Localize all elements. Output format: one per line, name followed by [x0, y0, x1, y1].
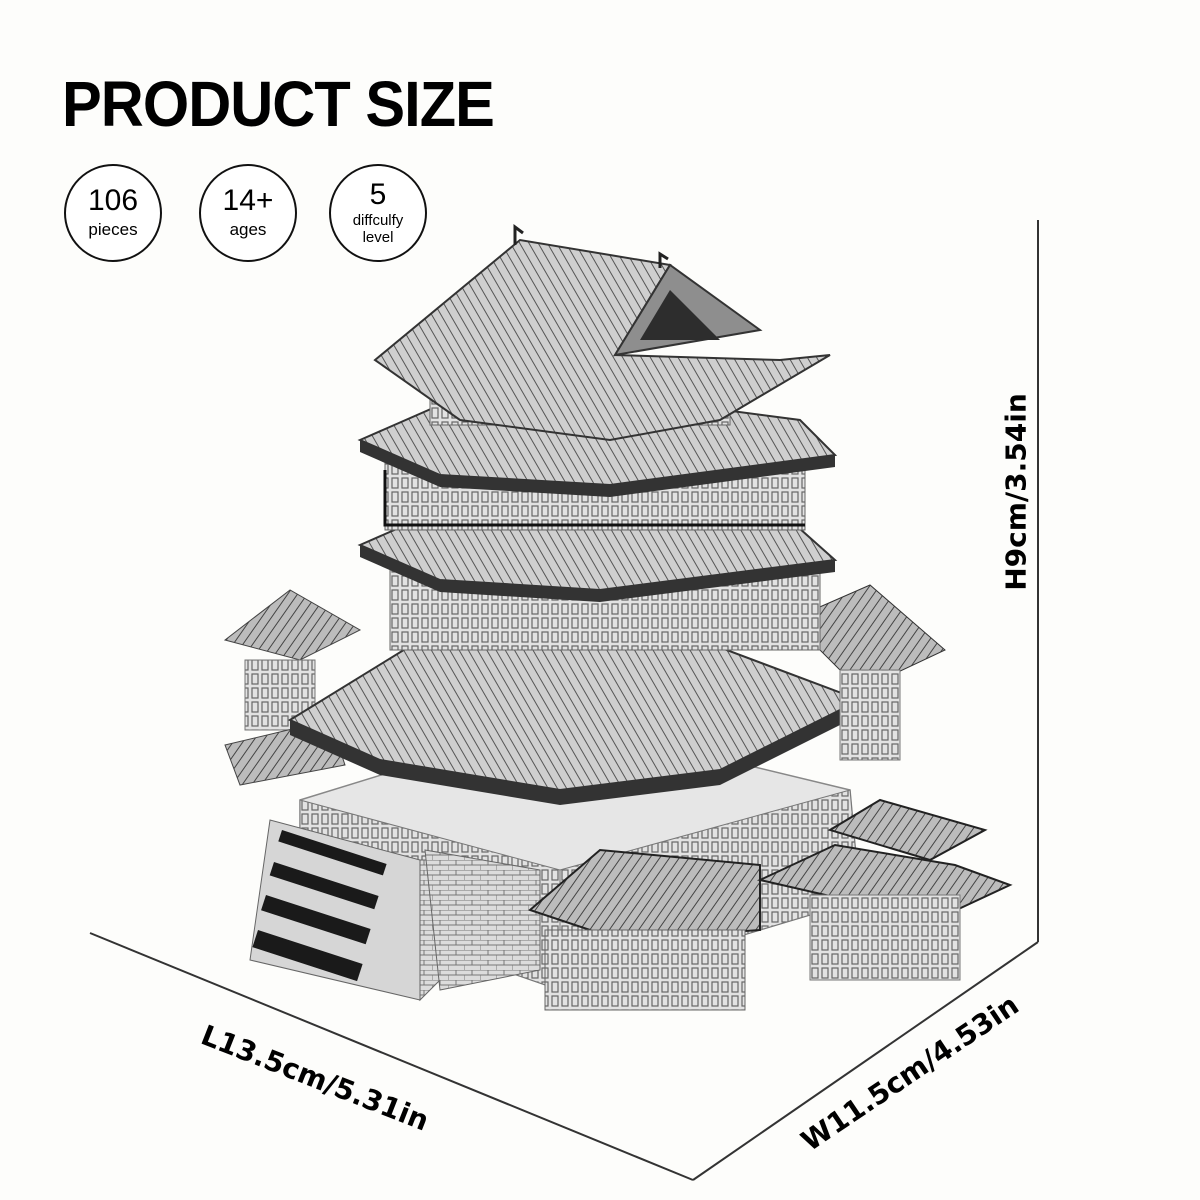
- balcony-railing: [383, 470, 805, 527]
- roof-ridge-ornaments: [513, 224, 669, 268]
- difficulty-label: diffculfy level: [353, 212, 404, 246]
- front-center-pavilion: [528, 848, 761, 1011]
- age-badge: 14+ ages: [199, 164, 297, 262]
- difficulty-label-line2: level: [362, 229, 394, 246]
- pieces-badge: 106 pieces: [64, 164, 162, 262]
- age-label: ages: [229, 220, 267, 239]
- right-hall-roof: [789, 584, 946, 691]
- brick-wall: [424, 849, 541, 991]
- right-hexagonal-pavilion: [756, 798, 1013, 981]
- top-roof: [373, 238, 831, 442]
- pieces-label: pieces: [88, 220, 138, 239]
- age-value: 14+: [222, 184, 274, 217]
- height-dimension-label: H9cm/3.54in: [999, 393, 1033, 591]
- staircase: [249, 819, 441, 1002]
- width-line: [692, 941, 1039, 1181]
- page-title: PRODUCT SIZE: [62, 68, 495, 140]
- difficulty-value: 5: [369, 178, 387, 211]
- difficulty-label-line1: diffculfy: [352, 212, 404, 229]
- difficulty-badge: 5 diffculfy level: [329, 164, 427, 262]
- pieces-count: 106: [87, 184, 139, 217]
- length-line: [89, 932, 694, 1181]
